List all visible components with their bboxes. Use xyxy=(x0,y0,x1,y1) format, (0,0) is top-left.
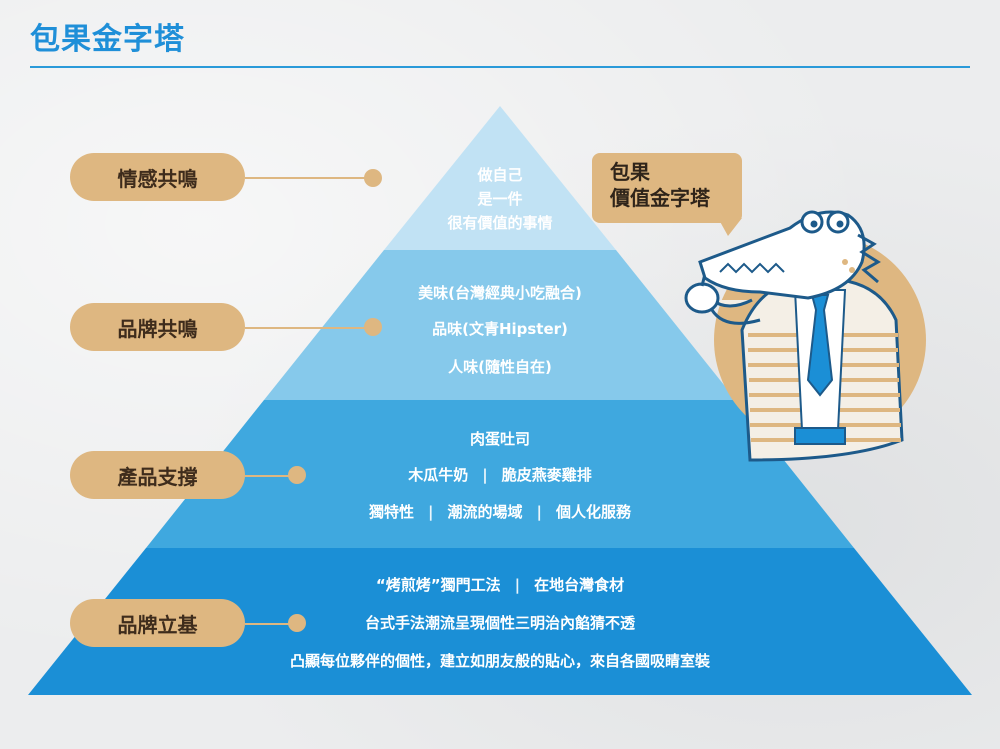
tier3-item: 獨特性 xyxy=(368,503,415,521)
connector-dot xyxy=(288,466,306,484)
connector-line xyxy=(245,177,373,179)
tier4-line-2: 台式手法潮流呈現個性三明治內餡猜不透 xyxy=(364,614,636,632)
separator: | xyxy=(482,466,488,484)
pyramid-tier-1 xyxy=(384,106,616,250)
tier4-item: “烤煎烤”獨門工法 xyxy=(375,576,501,594)
title-divider xyxy=(30,66,970,68)
connector-dot xyxy=(364,169,382,187)
tier3-item: 脆皮燕麥雞排 xyxy=(501,466,592,484)
tier3-item: 個人化服務 xyxy=(555,503,632,521)
tier1-line-2: 是一件 xyxy=(477,190,523,208)
pyramid-tier-3 xyxy=(146,400,854,548)
connector-line xyxy=(245,475,295,477)
tier3-line-1: 肉蛋吐司 xyxy=(469,430,531,448)
bubble-line-2: 價值金字塔 xyxy=(610,186,710,210)
tier4-item: 在地台灣食材 xyxy=(534,576,625,594)
page-title: 包果金字塔 xyxy=(30,22,185,57)
label-product-support: 產品支撐 xyxy=(70,451,245,499)
tier1-line-1: 做自己 xyxy=(477,166,523,184)
pyramid-tier-2 xyxy=(264,250,736,400)
tier3-line-3: 獨特性 | 潮流的場域 | 個人化服務 xyxy=(369,501,631,522)
label-brand-resonance: 品牌共鳴 xyxy=(70,303,245,351)
connector-dot xyxy=(364,318,382,336)
tier3-line-2: 木瓜牛奶 | 脆皮燕麥雞排 xyxy=(408,464,592,485)
pyramid-tier-4 xyxy=(28,548,972,695)
separator: | xyxy=(514,576,521,594)
label-emotional-resonance: 情感共鳴 xyxy=(70,153,245,201)
connector-dot xyxy=(288,614,306,632)
speech-bubble: 包果 價值金字塔 xyxy=(592,153,742,223)
separator: | xyxy=(428,503,434,521)
connector-line xyxy=(245,623,295,625)
bubble-line-1: 包果 xyxy=(610,160,650,184)
tier3-item: 木瓜牛奶 xyxy=(408,466,469,484)
tier2-line-2: 品味(文青Hipster) xyxy=(432,320,568,338)
label-brand-foundation: 品牌立基 xyxy=(70,599,245,647)
tier2-line-1: 美味(台灣經典小吃融合) xyxy=(418,284,582,302)
tier1-line-3: 很有價值的事情 xyxy=(447,214,553,232)
connector-line xyxy=(245,327,373,329)
tier3-item: 潮流的場域 xyxy=(447,503,523,521)
separator: | xyxy=(536,503,542,521)
speech-bubble-tail xyxy=(718,218,742,236)
tier2-line-3: 人味(隨性自在) xyxy=(448,358,552,376)
tier4-line-1: “烤煎烤”獨門工法 | 在地台灣食材 xyxy=(376,574,624,595)
tier4-line-3: 凸顯每位夥伴的個性，建立如朋友般的貼心，來自各國吸睛室裝 xyxy=(289,652,711,670)
